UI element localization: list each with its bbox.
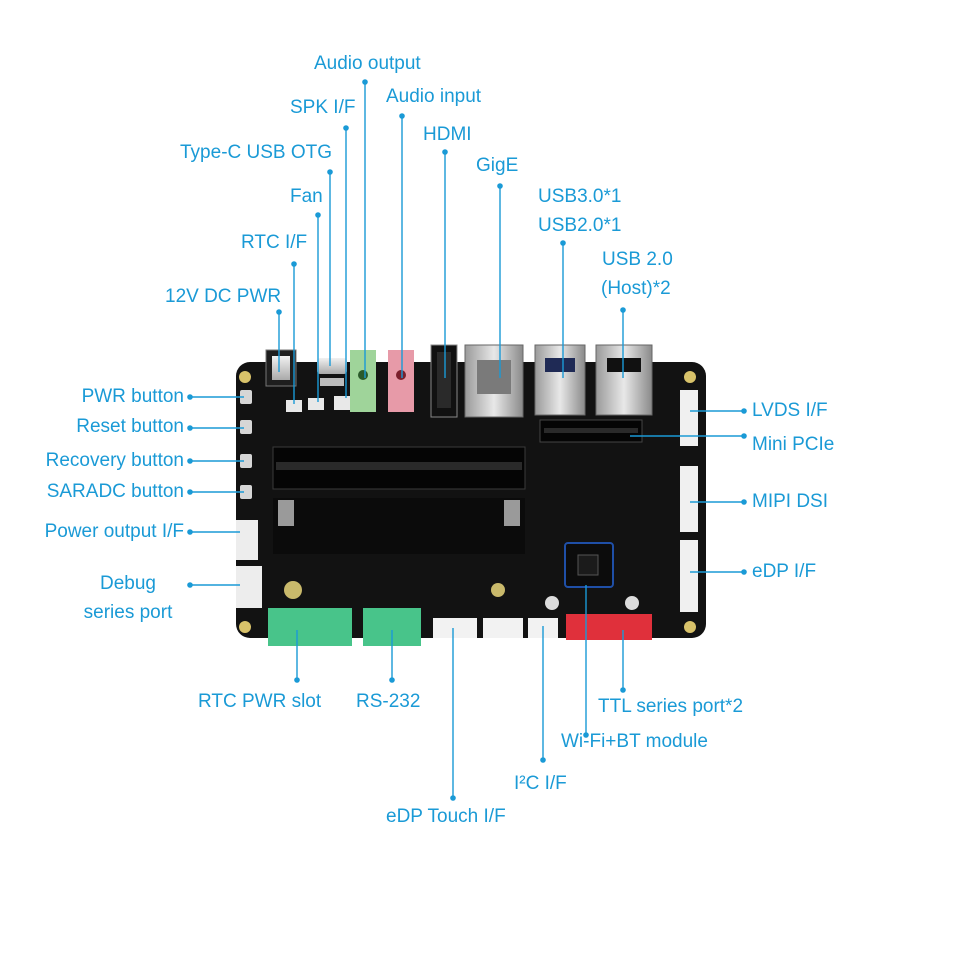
right-fpc-connectors [680,390,698,612]
label-usb2-line2: (Host)*2 [601,278,671,299]
usb2-connector [595,344,653,416]
ttl-ports [566,614,652,640]
wifi-bt-module-chip [564,542,614,588]
label-pwr-button: PWR button [81,386,184,407]
label-recovery-button: Recovery button [45,450,184,471]
mini-pcie-slot [539,419,643,610]
label-edp-if: eDP I/F [752,561,817,582]
label-i2c-if: I²C I/F [514,773,567,794]
audio-output-jack [350,350,376,412]
gige-connector [464,344,524,418]
usb-typec-connector [317,358,347,386]
label-edp-touch-if: eDP Touch I/F [386,806,506,827]
label-mipi-dsi: MIPI DSI [752,491,829,512]
label-fan: Fan [290,186,323,207]
label-lvds-if: LVDS I/F [752,400,828,421]
label-mini-pcie: Mini PCIe [752,434,835,455]
rtc-pwr-terminal [268,608,352,646]
leader-dots [187,79,747,801]
label-ttl-series-port: TTL series port*2 [598,696,744,717]
left-headers [236,520,262,608]
label-wifi-bt-module: Wi-Fi+BT module [561,731,708,752]
label-rtc-if: RTC I/F [241,232,308,253]
label-usb3: USB3.0*1 [538,186,622,207]
mounting-holes [239,371,696,633]
label-audio-output: Audio output [314,53,421,74]
sodimm-slot [272,446,526,599]
rtc-connector [286,400,302,412]
label-debug: Debug [100,573,156,594]
left-buttons [240,390,252,499]
bottom-headers [433,618,558,638]
label-audio-input: Audio input [386,86,482,107]
label-gige: GigE [476,155,519,176]
usb3-connector [534,344,586,416]
label-usb2: USB 2.0 [602,249,673,270]
audio-input-jack [388,350,414,412]
label-rtc-pwr-slot: RTC PWR slot [198,691,322,712]
label-hdmi: HDMI [423,124,472,145]
dc-jack [265,349,297,387]
label-dc-pwr: 12V DC PWR [165,286,282,307]
label-debug-line2: series port [83,602,173,623]
label-reset-button: Reset button [76,416,184,437]
label-spk-if: SPK I/F [290,97,356,118]
label-usb3-line2: USB2.0*1 [538,215,622,236]
leader-lines [190,82,744,798]
label-rs232: RS-232 [356,691,421,712]
label-type-c-usb-otg: Type-C USB OTG [180,142,333,163]
label-power-output-if: Power output I/F [44,521,184,542]
label-saradc-button: SARADC button [46,481,184,502]
hdmi-connector [430,344,458,418]
fan-spk-connectors [308,396,352,410]
